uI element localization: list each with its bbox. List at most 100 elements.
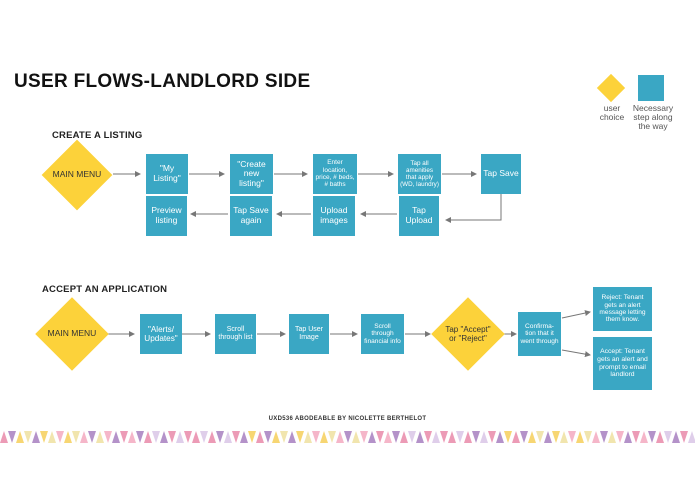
- accept-main-menu-diamond: MAIN MENU: [35, 297, 109, 371]
- border-triangle: [16, 431, 24, 443]
- legend-step-label: Necessary step along the way: [632, 103, 674, 131]
- border-triangle: [632, 431, 640, 443]
- border-triangle: [584, 431, 592, 443]
- border-triangle: [424, 431, 432, 443]
- decision-accept-reject-label: Tap "Accept" or "Reject": [445, 324, 491, 343]
- border-triangle: [568, 431, 576, 443]
- border-triangle: [184, 431, 192, 443]
- border-triangle: [416, 431, 424, 443]
- step-my-listing: "My Listing": [146, 154, 188, 194]
- border-triangle: [96, 431, 104, 443]
- section-accept-application: ACCEPT AN APPLICATION: [42, 284, 168, 295]
- border-triangle: [440, 431, 448, 443]
- border-triangle: [208, 431, 216, 443]
- border-triangle: [8, 431, 16, 443]
- border-triangle: [352, 431, 360, 443]
- step-tap-user-image: Tap User Image: [289, 314, 329, 354]
- border-triangle: [688, 431, 695, 443]
- border-triangle: [344, 431, 352, 443]
- border-triangle: [656, 431, 664, 443]
- border-triangle: [256, 431, 264, 443]
- step-alerts-updates: "Alerts/ Updates": [140, 314, 182, 354]
- border-triangle: [264, 431, 272, 443]
- step-tap-save-again: Tap Save again: [230, 196, 272, 236]
- border-triangle: [88, 431, 96, 443]
- border-triangle: [528, 431, 536, 443]
- border-triangle: [104, 431, 112, 443]
- border-triangle: [392, 431, 400, 443]
- border-triangle: [536, 431, 544, 443]
- border-triangle: [368, 431, 376, 443]
- border-triangle: [384, 431, 392, 443]
- border-triangle: [176, 431, 184, 443]
- legend-step-square: [638, 75, 664, 101]
- border-triangle: [112, 431, 120, 443]
- border-triangle: [32, 431, 40, 443]
- border-triangle: [520, 431, 528, 443]
- border-triangle: [64, 431, 72, 443]
- border-triangle: [544, 431, 552, 443]
- border-triangle: [456, 431, 464, 443]
- step-enter-details: Enter location, price, # beds, # baths: [313, 154, 357, 194]
- border-triangle: [328, 431, 336, 443]
- border-triangle: [504, 431, 512, 443]
- border-triangle: [80, 431, 88, 443]
- border-triangle: [680, 431, 688, 443]
- step-confirmation: Confirma-tion that it went through: [518, 312, 561, 356]
- border-triangle: [0, 431, 8, 443]
- border-triangle: [24, 431, 32, 443]
- create-main-menu-label: MAIN MENU: [52, 169, 102, 180]
- border-triangle: [128, 431, 136, 443]
- border-triangle: [360, 431, 368, 443]
- legend-choice-label: user choice: [599, 103, 625, 122]
- border-triangle: [576, 431, 584, 443]
- border-triangle: [336, 431, 344, 443]
- border-triangle: [288, 431, 296, 443]
- border-triangle: [496, 431, 504, 443]
- border-triangle: [136, 431, 144, 443]
- step-tap-upload: Tap Upload: [399, 196, 439, 236]
- border-triangle: [200, 431, 208, 443]
- create-main-menu-diamond: MAIN MENU: [41, 139, 113, 211]
- border-triangle: [152, 431, 160, 443]
- footer-credit: UXD536 ABODEABLE BY NICOLETTE BERTHELOT: [268, 416, 427, 422]
- border-triangle: [272, 431, 280, 443]
- step-create-new-listing: "Create new listing": [230, 154, 273, 194]
- border-triangle: [552, 431, 560, 443]
- border-triangle: [664, 431, 672, 443]
- border-triangle: [640, 431, 648, 443]
- border-triangle: [192, 431, 200, 443]
- border-triangle: [320, 431, 328, 443]
- border-triangle: [480, 431, 488, 443]
- flow-arrows: [106, 171, 591, 358]
- step-upload-images: Upload images: [313, 196, 355, 236]
- border-triangle: [488, 431, 496, 443]
- step-scroll-list: Scroll through list: [215, 314, 256, 354]
- border-triangle: [240, 431, 248, 443]
- border-triangle: [408, 431, 416, 443]
- border-triangle: [648, 431, 656, 443]
- border-triangle: [616, 431, 624, 443]
- border-triangle: [224, 431, 232, 443]
- border-triangle: [472, 431, 480, 443]
- border-triangle: [160, 431, 168, 443]
- border-triangle: [600, 431, 608, 443]
- border-triangle: [312, 431, 320, 443]
- step-scroll-financial: Scroll through financial info: [361, 314, 404, 354]
- border-triangle: [216, 431, 224, 443]
- step-tap-amenities: Tap all amenities that apply (WD, laundr…: [398, 154, 441, 194]
- outcome-accept: Accept: Tenant gets an alert and prompt …: [593, 337, 652, 390]
- page-title: USER FLOWS-LANDLORD SIDE: [14, 71, 311, 92]
- border-triangle: [608, 431, 616, 443]
- border-triangle: [592, 431, 600, 443]
- border-triangle: [232, 431, 240, 443]
- border-triangle: [304, 431, 312, 443]
- border-triangle: [512, 431, 520, 443]
- border-triangle: [248, 431, 256, 443]
- border-triangle: [464, 431, 472, 443]
- border-triangle: [144, 431, 152, 443]
- border-triangle: [624, 431, 632, 443]
- section-create-listing: CREATE A LISTING: [52, 130, 143, 141]
- border-triangle: [280, 431, 288, 443]
- border-triangle: [72, 431, 80, 443]
